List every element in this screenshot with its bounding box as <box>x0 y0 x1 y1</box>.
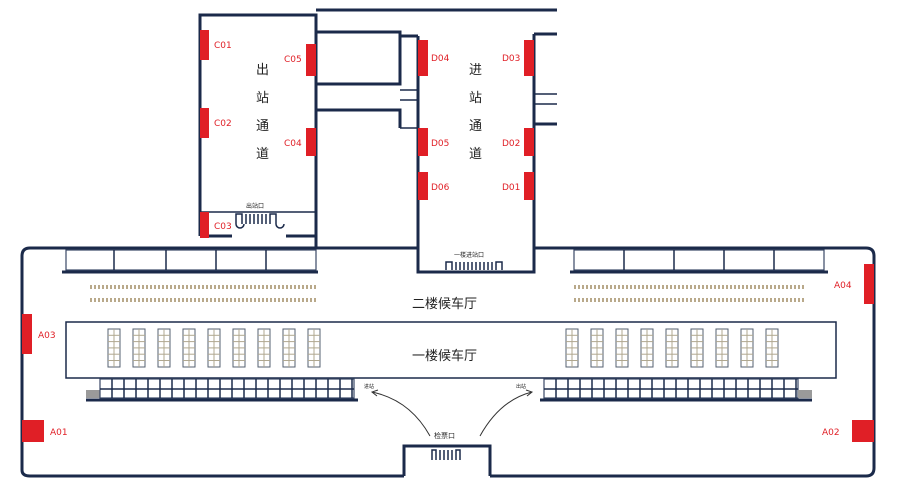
ticket-check-booth <box>402 444 492 476</box>
gate-C03-label: C03 <box>214 222 232 232</box>
gate-C01-label: C01 <box>214 41 232 51</box>
bench-group <box>157 328 171 368</box>
gate-D05: D05 <box>418 128 449 156</box>
first-floor-benches <box>107 328 779 368</box>
gate-C03: C03 <box>200 212 232 238</box>
gate-A03: A03 <box>22 314 56 354</box>
first-floor-entry-port-label: 一楼进站口 <box>454 251 484 259</box>
main-hall <box>20 246 876 478</box>
entry-passage-char-1: 进 <box>469 63 482 78</box>
gate-A03-label: A03 <box>38 331 56 341</box>
exit-passage-label: 出 站 通 道 <box>256 63 269 162</box>
gate-A01-label: A01 <box>50 428 68 438</box>
gate-C01: C01 <box>200 30 232 60</box>
exit-port-turnstiles <box>235 213 285 229</box>
bench-group <box>765 328 779 368</box>
bench-group <box>665 328 679 368</box>
bench-group <box>565 328 579 368</box>
left-flow-arrow <box>371 391 431 437</box>
gate-D03-label: D03 <box>502 54 520 64</box>
second-floor-seats <box>90 285 804 302</box>
counter-ticks <box>111 379 797 398</box>
bench-group <box>182 328 196 368</box>
gate-D03: D03 <box>502 40 534 76</box>
left-arrow-label: 进站 <box>364 383 374 390</box>
gate-A02: A02 <box>822 420 874 442</box>
upper-counters-right <box>570 249 828 274</box>
ticket-check-label: 检票口 <box>434 431 455 440</box>
bench-group <box>307 328 321 368</box>
gate-D04-label: D04 <box>431 54 450 64</box>
entry-passage-char-3: 通 <box>469 119 482 134</box>
gate-C05: C05 <box>284 44 316 76</box>
bench-group <box>640 328 654 368</box>
right-flow-arrow <box>479 391 533 437</box>
bench-group <box>740 328 754 368</box>
bench-group <box>590 328 604 368</box>
first-floor-entry-port <box>416 250 536 274</box>
bench-group <box>690 328 704 368</box>
lower-counters-left <box>86 378 358 402</box>
entry-passage-label: 进 站 通 道 <box>469 63 482 162</box>
first-floor-hall-box <box>65 321 837 379</box>
upper-counters-left <box>62 249 318 274</box>
exit-passage-char-3: 通 <box>256 119 269 134</box>
gate-C02-label: C02 <box>214 119 232 129</box>
gate-A01: A01 <box>22 420 68 442</box>
bench-group <box>232 328 246 368</box>
gate-D02-label: D02 <box>502 139 520 149</box>
gate-D01: D01 <box>502 172 534 200</box>
gate-D04: D04 <box>418 40 450 76</box>
exit-passage-char-1: 出 <box>256 63 269 78</box>
gate-D02: D02 <box>502 128 534 156</box>
gate-D06-label: D06 <box>431 183 450 193</box>
gate-D01-label: D01 <box>502 183 520 193</box>
right-flow-arrowhead <box>525 389 534 397</box>
bench-group <box>282 328 296 368</box>
bench-group <box>257 328 271 368</box>
exit-port-label: 出站口 <box>246 202 264 210</box>
exit-passage-char-4: 道 <box>256 147 269 162</box>
second-floor-hall-label: 二楼候车厅 <box>412 296 477 312</box>
gate-A04-label: A04 <box>834 281 852 291</box>
gate-C04-label: C04 <box>284 139 302 149</box>
gate-D06: D06 <box>418 172 450 200</box>
gate-C04: C04 <box>284 128 316 156</box>
entry-passage-char-2: 站 <box>469 91 482 106</box>
lower-counters-right <box>540 378 812 402</box>
bench-group <box>132 328 146 368</box>
bench-group <box>615 328 629 368</box>
left-flow-arrowhead <box>370 389 379 397</box>
gate-C05-label: C05 <box>284 55 302 65</box>
bench-group <box>207 328 221 368</box>
first-floor-hall-label: 一楼候车厅 <box>412 348 477 364</box>
exit-passage-char-2: 站 <box>256 91 269 106</box>
entry-passage-char-4: 道 <box>469 147 482 162</box>
bench-group <box>715 328 729 368</box>
exit-corridor-block <box>198 8 557 248</box>
bench-group <box>107 328 121 368</box>
right-arrow-label: 出站 <box>516 383 526 390</box>
gate-A02-label: A02 <box>822 428 840 438</box>
gate-A04: A04 <box>834 264 874 304</box>
gate-C02: C02 <box>200 108 232 138</box>
gate-D05-label: D05 <box>431 139 449 149</box>
